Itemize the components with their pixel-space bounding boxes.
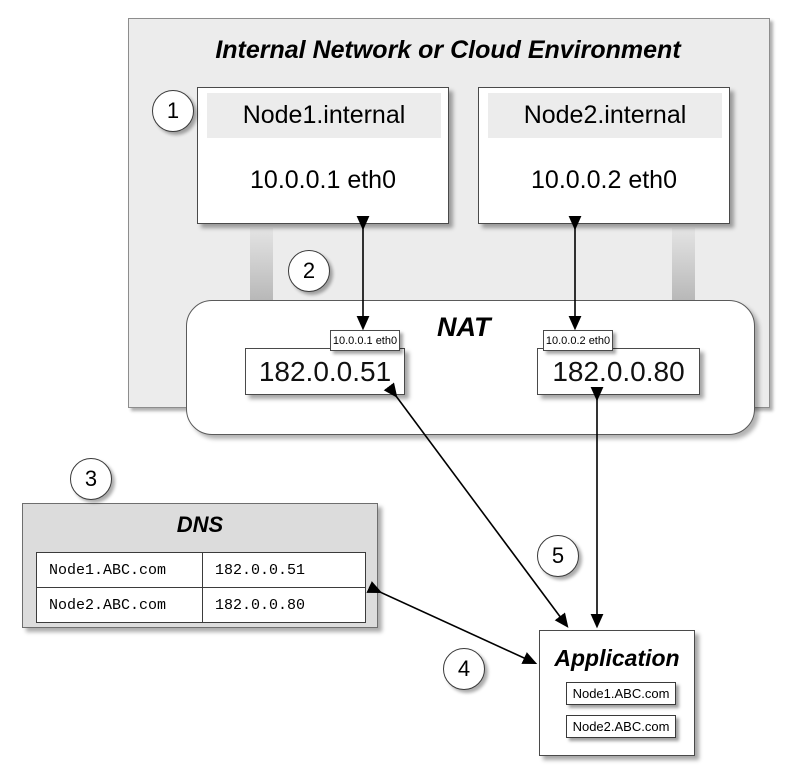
dns-hostname: Node1.ABC.com <box>36 552 203 588</box>
dns-address: 182.0.0.51 <box>202 552 366 588</box>
node2-interface: 10.0.0.2 eth0 <box>531 165 677 194</box>
step-marker-3: 3 <box>70 458 112 500</box>
nat-public-ip-1: 182.0.0.51 <box>258 355 392 387</box>
nat-public-ip-2: 182.0.0.80 <box>552 355 685 387</box>
table-row: Node2.ABC.com 182.0.0.80 <box>36 587 366 623</box>
dns-hostname: Node2.ABC.com <box>36 587 203 623</box>
dns-title: DNS <box>176 512 224 537</box>
step-marker-1: 1 <box>152 90 194 132</box>
table-row: Node1.ABC.com 182.0.0.51 <box>36 552 366 588</box>
step-marker-4: 4 <box>443 648 485 690</box>
nat-public-ip-2-box: 182.0.0.80 <box>537 348 700 395</box>
dns-panel: DNS Node1.ABC.com 182.0.0.51 Node2.ABC.c… <box>22 503 378 628</box>
nat-interface-tag-1: 10.0.0.1 eth0 <box>330 330 400 351</box>
application-host-2: Node2.ABC.com <box>566 715 676 738</box>
step-marker-2: 2 <box>288 250 330 292</box>
node1-interface: 10.0.0.1 eth0 <box>250 165 396 194</box>
node2-name: Node2.internal <box>488 93 722 138</box>
nat-interface-tag-2: 10.0.0.2 eth0 <box>543 330 613 351</box>
nat-label: NAT <box>437 312 491 342</box>
dns-address: 182.0.0.80 <box>202 587 366 623</box>
node2-box: Node2.internal 10.0.0.2 eth0 <box>478 87 730 224</box>
application-host-1: Node1.ABC.com <box>566 682 676 705</box>
node1-box: Node1.internal 10.0.0.1 eth0 <box>197 87 449 224</box>
dns-table: Node1.ABC.com 182.0.0.51 Node2.ABC.com 1… <box>36 552 366 623</box>
node1-name: Node1.internal <box>207 93 441 138</box>
nat-public-ip-1-box: 182.0.0.51 <box>245 348 405 395</box>
step-marker-5: 5 <box>537 535 579 577</box>
internal-network-title: Internal Network or Cloud Environment <box>215 36 681 64</box>
application-title: Application <box>554 645 680 671</box>
application-box: Application Node1.ABC.com Node2.ABC.com <box>539 630 695 756</box>
